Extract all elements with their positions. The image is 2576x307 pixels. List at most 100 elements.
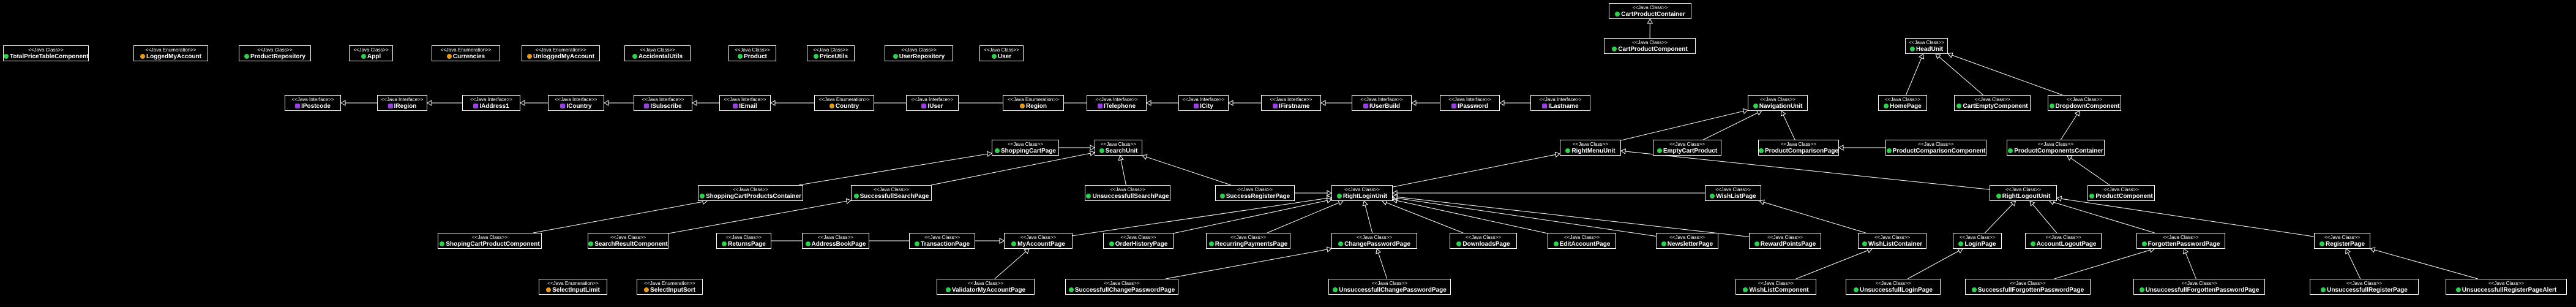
uml-node-my-account-page[interactable]: <<Java Class>>MyAccountPage <box>1004 233 1073 249</box>
node-name-line: ICity <box>1179 103 1228 110</box>
uml-node-head-unit[interactable]: <<Java Class>>HeadUnit <box>1905 38 1948 54</box>
edge-51 <box>1795 248 1873 279</box>
uml-node-ifirstname[interactable]: <<Java Interface>>IFirstname <box>1261 95 1321 111</box>
uml-node-transaction-page[interactable]: <<Java Class>>TransactionPage <box>909 233 975 249</box>
uml-node-accidental-utils[interactable]: <<Java Class>>AccidentalUtils <box>624 45 691 61</box>
uml-node-wish-list-page[interactable]: <<Java Class>>WishListPage <box>1705 185 1761 201</box>
uml-node-ilastname[interactable]: <<Java Interface>>ILastname <box>1530 95 1590 111</box>
uml-node-empty-cart-product[interactable]: <<Java Class>>EmptyCartProduct <box>1653 140 1721 156</box>
class-icon <box>1753 104 1758 108</box>
class-icon <box>1661 241 1666 246</box>
uml-node-edit-account-page[interactable]: <<Java Class>>EditAccountPage <box>1548 233 1616 249</box>
edge-arrowhead-13 <box>1935 53 1941 59</box>
uml-node-account-logout-page[interactable]: <<Java Class>>AccountLogoutPage <box>2025 233 2102 249</box>
uml-node-login-page[interactable]: <<Java Class>>LoginPage <box>1953 233 2002 249</box>
uml-node-successfull-change-password-page[interactable]: <<Java Class>>SuccessfullChangePasswordP… <box>1065 279 1178 295</box>
class-icon <box>1862 241 1867 246</box>
uml-node-region[interactable]: <<Java Enumeration>>Region <box>1003 95 1064 111</box>
uml-node-cart-product-component[interactable]: <<Java Class>>CartProductComponent <box>1604 38 1696 54</box>
uml-node-iemail[interactable]: <<Java Interface>>IEmail <box>719 95 771 111</box>
node-name-line: IUserBuild <box>1352 103 1411 110</box>
uml-node-user-repository[interactable]: <<Java Class>>UserRepository <box>885 45 953 61</box>
uml-node-right-login-unit[interactable]: <<Java Class>>RightLoginUnit <box>1331 185 1393 201</box>
uml-node-product-repository[interactable]: <<Java Class>>ProductRepository <box>239 45 311 61</box>
uml-node-right-menu-unit[interactable]: <<Java Class>>RightMenuUnit <box>1560 140 1621 156</box>
uml-node-product-component[interactable]: <<Java Class>>ProductComponent <box>2087 185 2155 201</box>
uml-node-total-price-table-component[interactable]: <<Java Class>>TotalPriceTableComponent <box>3 45 89 61</box>
uml-node-shopping-cart-page[interactable]: <<Java Class>>ShoppingCartPage <box>992 140 1059 156</box>
uml-node-returns-page[interactable]: <<Java Class>>ReturnsPage <box>716 233 771 249</box>
class-icon <box>1956 104 1962 108</box>
uml-node-shoping-cart-product-component[interactable]: <<Java Class>>ShopingCartProductComponen… <box>438 233 542 249</box>
node-name-line: AccountLogoutPage <box>2026 241 2101 248</box>
uml-node-success-register-page[interactable]: <<Java Class>>SuccessRegisterPage <box>1215 185 1295 201</box>
uml-node-product-comparison-page[interactable]: <<Java Class>>ProductComparisonPage <box>1758 140 1839 156</box>
uml-node-dropdown-component[interactable]: <<Java Class>>DropdownComponent <box>2048 95 2121 111</box>
uml-node-change-password-page[interactable]: <<Java Class>>ChangePasswordPage <box>1331 233 1417 249</box>
uml-node-itelephone[interactable]: <<Java Interface>>ITelephone <box>1087 95 1147 111</box>
uml-node-shopping-cart-products-container[interactable]: <<Java Class>>ShoppingCartProductsContai… <box>698 185 803 201</box>
uml-node-isubscribe[interactable]: <<Java Interface>>ISubscribe <box>634 95 692 111</box>
uml-node-cart-empty-component[interactable]: <<Java Class>>CartEmptyComponent <box>1954 95 2031 111</box>
uml-node-ipostcode[interactable]: <<Java Interface>>IPostcode <box>285 95 341 111</box>
node-name: Country <box>835 103 859 110</box>
uml-node-appl[interactable]: <<Java Class>>Appl <box>349 45 393 61</box>
uml-node-search-unit[interactable]: <<Java Class>>SearchUnit <box>1095 140 1142 156</box>
class-icon <box>1657 148 1662 153</box>
uml-node-order-history-page[interactable]: <<Java Class>>OrderHistoryPage <box>1103 233 1174 249</box>
node-name: ForgottenPasswordPage <box>2147 241 2220 248</box>
uml-node-price-utils[interactable]: <<Java Class>>PriceUtils <box>807 45 855 61</box>
uml-node-downloads-page[interactable]: <<Java Class>>DownloadsPage <box>1450 233 1517 249</box>
edge-45 <box>2029 200 2057 233</box>
edge-42 <box>1392 196 1750 237</box>
uml-node-newsletter-page[interactable]: <<Java Class>>NewsletterPage <box>1656 233 1718 249</box>
uml-node-forgotten-password-page[interactable]: <<Java Class>>ForgottenPasswordPage <box>2136 233 2225 249</box>
uml-node-unsuccessfull-search-page[interactable]: <<Java Class>>UnsuccessfullSearchPage <box>1085 185 1170 201</box>
uml-node-home-page[interactable]: <<Java Class>>HomePage <box>1878 95 1927 111</box>
class-icon <box>994 148 1000 153</box>
uml-node-right-logout-unit[interactable]: <<Java Class>>RightLogoutUnit <box>1990 185 2057 201</box>
uml-node-iregion[interactable]: <<Java Interface>>IRegion <box>377 95 427 111</box>
uml-node-icountry[interactable]: <<Java Interface>>ICountry <box>548 95 604 111</box>
uml-node-user[interactable]: <<Java Class>>User <box>979 45 1024 61</box>
node-stereotype: <<Java Class>> <box>1960 235 1995 240</box>
uml-node-cart-product-container[interactable]: <<Java Class>>CartProductContainer <box>1609 3 1691 19</box>
uml-node-iaddress1[interactable]: <<Java Interface>>IAddress1 <box>462 95 520 111</box>
node-name: SuccessfullChangePasswordPage <box>1074 287 1175 294</box>
node-name: HeadUnit <box>1916 46 1943 53</box>
uml-node-successfull-forgotten-password-page[interactable]: <<Java Class>>SuccessfullForgottenPasswo… <box>1965 279 2091 295</box>
uml-node-select-input-limit[interactable]: <<Java Enumeration>>SelectInputLimit <box>539 279 607 295</box>
uml-node-navigation-unit[interactable]: <<Java Class>>NavigationUnit <box>1748 95 1808 111</box>
uml-node-successfull-search-page[interactable]: <<Java Class>>SuccessfullSearchPage <box>851 185 932 201</box>
uml-node-country[interactable]: <<Java Enumeration>>Country <box>814 95 874 111</box>
uml-node-product[interactable]: <<Java Class>>Product <box>728 45 776 61</box>
uml-node-address-book-page[interactable]: <<Java Class>>AddressBookPage <box>802 233 869 249</box>
uml-node-unsuccessfull-forgotten-password-page[interactable]: <<Java Class>>UnsuccessfullForgottenPass… <box>2133 279 2265 295</box>
uml-node-product-components-container[interactable]: <<Java Class>>ProductComponentsContainer <box>2007 140 2105 156</box>
node-name-line: TransactionPage <box>910 241 975 248</box>
uml-node-logged-my-account[interactable]: <<Java Enumeration>>LoggedMyAccount <box>133 45 208 61</box>
uml-node-unsuccessfull-change-password-page[interactable]: <<Java Class>>UnsuccessfullChangePasswor… <box>1328 279 1451 295</box>
uml-node-select-input-sort[interactable]: <<Java Enumeration>>SelectInputSort <box>637 279 703 295</box>
uml-node-unsuccessfull-register-page-alert[interactable]: <<Java Class>>UnsuccessfullRegisterPageA… <box>2446 279 2567 295</box>
uml-node-unsuccessfull-login-page[interactable]: <<Java Class>>UnsuccessfullLoginPage <box>1846 279 1941 295</box>
uml-node-wish-list-container[interactable]: <<Java Class>>WishListContainer <box>1858 233 1926 249</box>
uml-node-iuser[interactable]: <<Java Interface>>IUser <box>906 95 959 111</box>
uml-node-icity[interactable]: <<Java Interface>>ICity <box>1178 95 1229 111</box>
uml-node-validator-my-account-page[interactable]: <<Java Class>>ValidatorMyAccountPage <box>937 279 1035 295</box>
node-name-line: ITelephone <box>1087 103 1146 110</box>
uml-node-search-result-component[interactable]: <<Java Class>>SearchResultComponent <box>588 233 668 249</box>
uml-node-reward-points-page[interactable]: <<Java Class>>RewardPointsPage <box>1749 233 1821 249</box>
uml-node-ipassword[interactable]: <<Java Interface>>IPassword <box>1440 95 1500 111</box>
uml-node-recurring-payments-page[interactable]: <<Java Class>>RecurringPaymentsPage <box>1206 233 1290 249</box>
uml-node-unsuccessfull-register-page[interactable]: <<Java Class>>UnsuccessfullRegisterPage <box>2310 279 2419 295</box>
node-name-line: LoggedMyAccount <box>134 53 208 61</box>
uml-node-product-comparison-component[interactable]: <<Java Class>>ProductComparisonComponent <box>1885 140 1986 156</box>
uml-node-currencies[interactable]: <<Java Enumeration>>Currencies <box>432 45 500 61</box>
uml-node-unlogged-my-account[interactable]: <<Java Enumeration>>UnloggedMyAccount <box>522 45 600 61</box>
uml-node-iuser-build[interactable]: <<Java Interface>>IUserBuild <box>1352 95 1412 111</box>
uml-node-wish-list-component[interactable]: <<Java Class>>WishListComponent <box>1735 279 1816 295</box>
uml-node-register-page[interactable]: <<Java Class>>RegisterPage <box>2314 233 2370 249</box>
node-name: DropdownComponent <box>2055 103 2120 110</box>
